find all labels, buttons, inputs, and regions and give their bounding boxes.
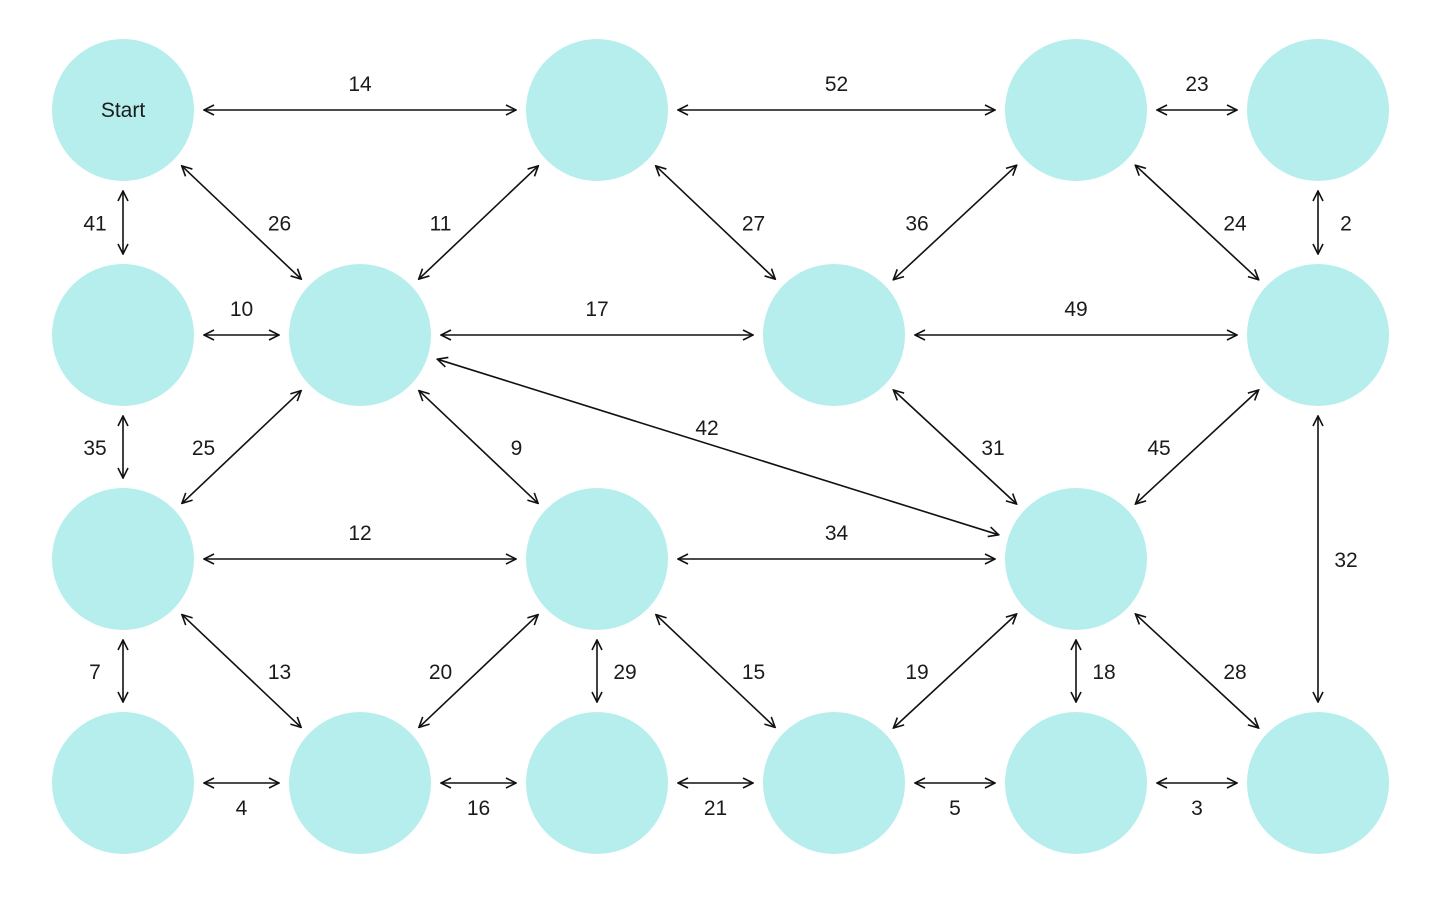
node-r3c5 [1247,712,1389,854]
edge-r1c5-r2c4 [1135,390,1258,504]
node-r0c2 [526,39,668,181]
edge-weight-label: 25 [192,437,215,460]
node-label-r0c0: Start [101,99,146,122]
edges-layer [123,110,1318,783]
edge-weight-label: 4 [236,797,248,820]
edge-weight-label: 27 [742,213,765,236]
node-r3c2 [526,712,668,854]
edge-weight-label: 21 [704,797,727,820]
edge-weight-label: 49 [1064,298,1087,321]
node-r0c0 [52,39,194,181]
node-r1c0 [52,264,194,406]
edge-weight-label: 9 [511,437,523,460]
node-r1c3 [763,264,905,406]
node-r1c5 [1247,264,1389,406]
edge-weight-label: 3 [1191,797,1203,820]
edge-weight-label: 31 [981,437,1004,460]
edge-weight-label: 24 [1223,213,1247,236]
node-r1c1 [289,264,431,406]
edge-r0c2-r1c1 [419,166,539,279]
edge-weight-label: 36 [905,213,928,236]
edge-weight-label: 34 [825,522,849,545]
edge-weight-label: 45 [1147,437,1170,460]
edge-r2c0-r3c1 [182,615,301,728]
edge-r0c4-r1c3 [893,165,1016,280]
node-r0c5 [1247,39,1389,181]
edge-r1c3-r2c4 [893,390,1016,504]
nodes-layer: Start [52,39,1389,854]
node-r2c4 [1005,488,1147,630]
edge-weight-label: 5 [949,797,961,820]
node-r3c0 [52,712,194,854]
edge-weight-label: 28 [1223,661,1246,684]
edge-weight-label: 26 [268,213,291,236]
edge-weight-label: 35 [83,437,106,460]
edge-r2c4-r3c3 [893,614,1016,728]
node-r0c4 [1005,39,1147,181]
edge-weight-label: 32 [1334,549,1357,572]
node-r3c1 [289,712,431,854]
edge-r2c2-r3c1 [419,615,538,728]
edge-weight-label: 14 [348,73,372,96]
edge-weight-label: 15 [742,661,765,684]
edge-weight-label: 2 [1340,213,1352,236]
edge-weight-label: 11 [430,213,452,236]
edge-weight-label: 41 [83,213,106,236]
node-r3c3 [763,712,905,854]
node-r2c0 [52,488,194,630]
edge-weight-label: 10 [230,298,253,321]
node-r2c2 [526,488,668,630]
edge-r0c0-r1c1 [182,166,302,279]
edge-weight-label: 29 [613,661,636,684]
edge-r2c4-r3c5 [1135,614,1258,728]
edge-weight-label: 20 [429,661,452,684]
edge-weight-label: 42 [695,417,718,440]
edge-r0c4-r1c5 [1135,165,1258,280]
edge-weight-label: 13 [268,661,291,684]
edge-r0c2-r1c3 [656,166,776,279]
edge-weight-label: 12 [348,522,371,545]
edge-weight-label: 7 [89,661,101,684]
edge-weight-label: 23 [1185,73,1208,96]
edge-r1c1-r2c0 [182,391,301,504]
edge-weight-label: 19 [905,661,928,684]
edge-r1c1-r2c4 [437,359,998,535]
edge-weight-label: 18 [1092,661,1115,684]
edge-r2c2-r3c3 [656,615,775,728]
edge-weight-label: 17 [585,298,608,321]
edge-weight-label: 52 [825,73,848,96]
edge-weight-label: 16 [467,797,490,820]
node-r3c4 [1005,712,1147,854]
